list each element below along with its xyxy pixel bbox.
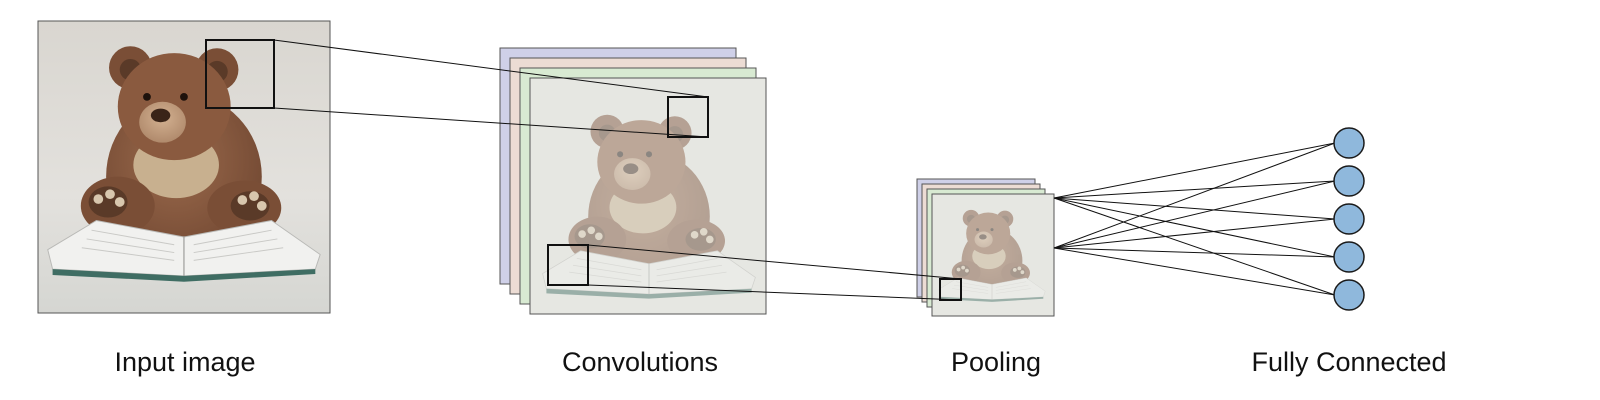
fc-node-2 — [1333, 165, 1365, 197]
conv-receptive-field-box-bottom — [547, 244, 589, 286]
projection-lines — [273, 39, 962, 301]
fc-node-4 — [1333, 241, 1365, 273]
label-input-image: Input image — [114, 347, 256, 377]
fc-connections — [1053, 142, 1336, 296]
fc-node-3 — [1333, 203, 1365, 235]
input-receptive-field-box — [205, 39, 275, 109]
input-image — [37, 20, 331, 314]
label-convolutions: Convolutions — [561, 347, 719, 377]
convolution-feature-maps — [499, 47, 767, 315]
fc-node-5 — [1333, 279, 1365, 311]
conv-receptive-field-box-top — [667, 96, 709, 138]
pooling-maps — [916, 178, 1055, 317]
label-fully-connected: Fully Connected — [1251, 347, 1447, 377]
label-pooling: Pooling — [950, 347, 1042, 377]
fully-connected-layer — [1053, 127, 1365, 311]
fc-node-1 — [1333, 127, 1365, 159]
